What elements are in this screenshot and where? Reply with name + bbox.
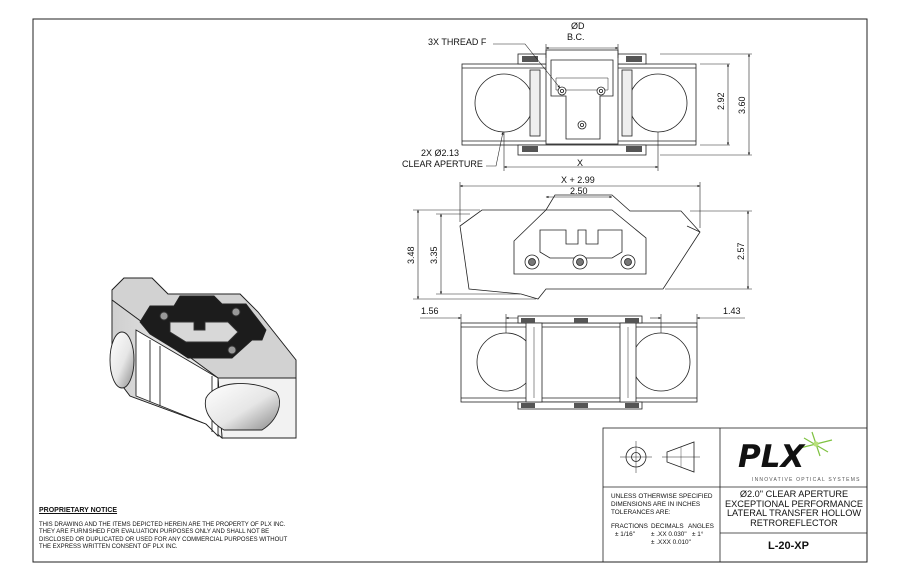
diameter-d-label: ØD [571, 21, 585, 31]
dim-1-43: 1.43 [723, 306, 741, 316]
logo-flare [799, 431, 833, 457]
proprietary-notice-body: THIS DRAWING AND THE ITEMS DEPICTED HERE… [39, 522, 288, 551]
plx-logo: PLX [738, 439, 805, 475]
dim-2-57: 2.57 [736, 242, 746, 260]
angles-label: ANGLES [688, 523, 714, 530]
dim-3-35: 3.35 [429, 246, 439, 264]
angles-value: ± 1° [692, 531, 704, 538]
top-view [461, 49, 697, 156]
isometric-view [109, 277, 297, 440]
part-number: L-20-XP [768, 540, 809, 552]
decimals-label: DECIMALS [651, 523, 684, 530]
clear-aperture-callout: CLEAR APERTURE [402, 159, 483, 169]
dim-2-92: 2.92 [716, 92, 726, 110]
dim-2-50: 2.50 [570, 186, 588, 196]
fractions-label: FRACTIONS [611, 523, 648, 530]
dim-3-60: 3.60 [737, 96, 747, 114]
bolt-circle-label: B.C. [567, 32, 585, 42]
sheet-border [32, 18, 868, 563]
dim-x-plus-2-99: X + 2.99 [561, 175, 595, 185]
bottom-view [460, 315, 698, 410]
tolerance-line-2: DIMENSIONS ARE IN INCHES [611, 501, 701, 508]
side-view [459, 194, 701, 300]
aperture-qty-callout: 2X Ø2.13 [421, 148, 460, 158]
dim-x: X [577, 158, 584, 168]
dim-3-48: 3.48 [406, 246, 416, 264]
tolerance-line-1: UNLESS OTHERWISE SPECIFIED [611, 493, 713, 500]
dim-1-56: 1.56 [421, 306, 439, 316]
decimals-xx: ± .XX 0.030" [651, 531, 687, 538]
thread-callout: 3X THREAD F [428, 37, 487, 47]
logo-tagline: INNOVATIVE OPTICAL SYSTEMS [752, 477, 861, 483]
fractions-value: ± 1/16" [615, 531, 635, 538]
proprietary-notice-heading: PROPRIETARY NOTICE [39, 507, 118, 514]
tolerance-line-3: TOLERANCES ARE: [611, 509, 671, 516]
title-block [602, 427, 868, 563]
decimals-xxx: ± .XXX 0.010" [651, 539, 691, 546]
drawing-title: Ø2.0" CLEAR APERTURE EXCEPTIONAL PERFORM… [724, 489, 863, 528]
